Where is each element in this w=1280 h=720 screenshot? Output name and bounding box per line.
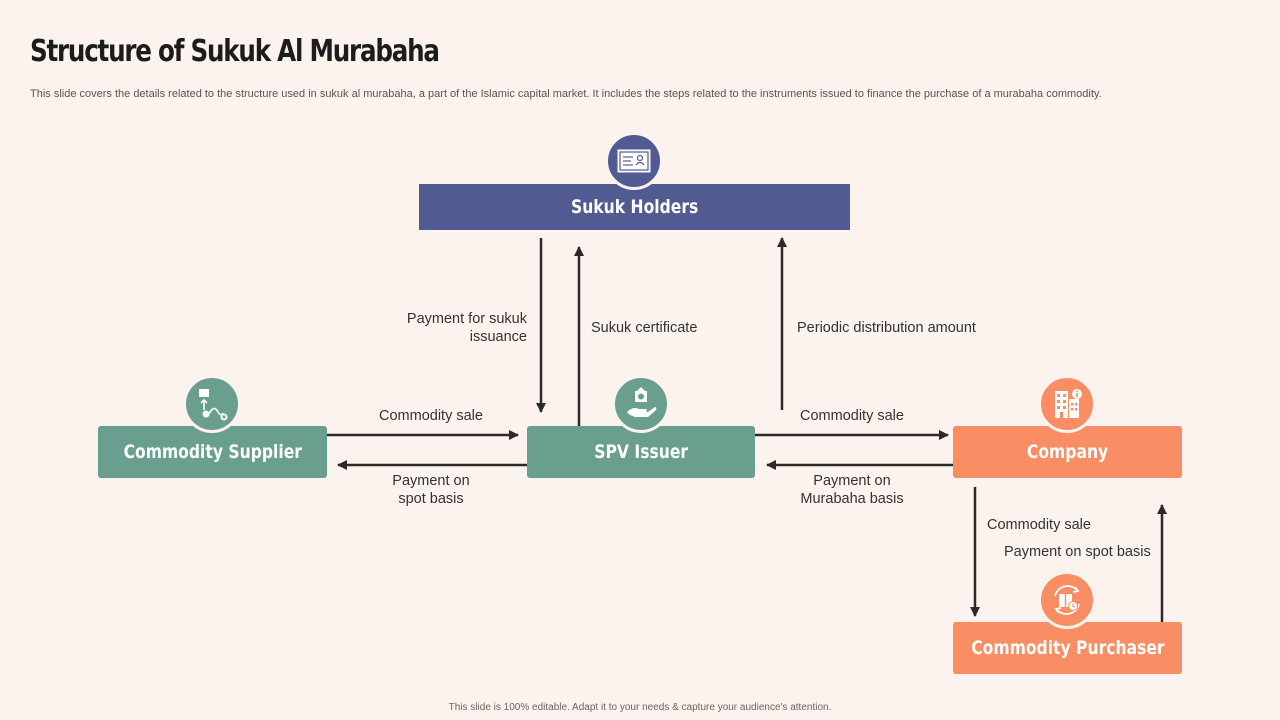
commodity-supplier-label: Commodity Supplier	[123, 441, 302, 463]
label-payment-for-sukuk: Payment for sukuk issuance	[406, 311, 527, 345]
label-payment-murabaha: Payment on Murabaha basis	[800, 473, 904, 507]
spv-issuer-label: SPV Issuer	[594, 441, 688, 463]
footer-note: This slide is 100% editable. Adapt it to…	[448, 702, 832, 713]
commodity-purchaser-box: Commodity Purchaser	[953, 622, 1182, 674]
label-commodity-sale-purchaser: Commodity sale	[987, 517, 1091, 533]
label-sukuk-certificate: Sukuk certificate	[591, 320, 698, 336]
sukuk-holders-box: Sukuk Holders	[419, 184, 850, 230]
hand-money-icon	[612, 375, 670, 433]
building-icon	[1038, 375, 1096, 433]
label-commodity-sale-supplier: Commodity sale	[379, 408, 483, 424]
page-title: Structure of Sukuk Al Murabaha	[30, 34, 440, 69]
box-cycle-icon	[1038, 571, 1096, 629]
company-label: Company	[1026, 441, 1109, 463]
supply-flow-icon	[183, 375, 241, 433]
label-payment-spot-supplier: Payment on spot basis	[392, 473, 470, 507]
commodity-purchaser-label: Commodity Purchaser	[970, 637, 1165, 659]
label-payment-spot-purchaser: Payment on spot basis	[1004, 544, 1151, 560]
commodity-supplier-box: Commodity Supplier	[98, 426, 327, 478]
page-subtitle: This slide covers the details related to…	[30, 88, 1102, 100]
label-periodic-distribution: Periodic distribution amount	[797, 320, 976, 336]
spv-issuer-box: SPV Issuer	[527, 426, 755, 478]
certificate-icon	[605, 132, 663, 190]
label-commodity-sale-company: Commodity sale	[800, 408, 904, 424]
company-box: Company	[953, 426, 1182, 478]
sukuk-holders-label: Sukuk Holders	[570, 196, 699, 218]
